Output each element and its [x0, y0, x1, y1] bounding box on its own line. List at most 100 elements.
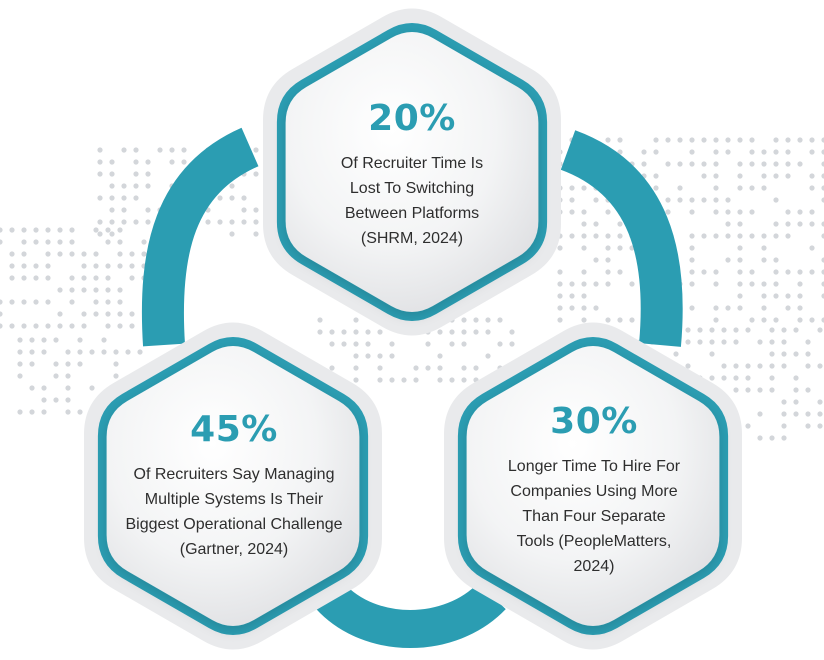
map-dot [725, 233, 731, 239]
map-dot [93, 251, 99, 257]
map-dot [217, 219, 223, 225]
map-dot [733, 363, 739, 369]
map-dot [509, 329, 515, 335]
map-dot [761, 281, 767, 287]
map-dot [757, 411, 763, 417]
map-dot [725, 221, 731, 227]
map-dot [461, 377, 467, 383]
map-dot [17, 337, 23, 343]
map-dot [229, 231, 235, 237]
map-dot [737, 161, 743, 167]
map-dot [157, 147, 163, 153]
map-dot [569, 209, 575, 215]
map-dot [121, 195, 127, 201]
map-dot [45, 263, 51, 269]
map-dot [761, 305, 767, 311]
map-dot [93, 287, 99, 293]
map-dot [57, 287, 63, 293]
map-dot [0, 311, 3, 317]
map-dot [701, 197, 707, 203]
map-dot [129, 251, 135, 257]
map-dot [401, 377, 407, 383]
map-dot [217, 195, 223, 201]
map-dot [21, 263, 27, 269]
desc-line: (Gartner, 2024) [179, 541, 289, 558]
map-dot [569, 305, 575, 311]
map-dot [329, 341, 335, 347]
map-dot [641, 149, 647, 155]
map-dot [109, 207, 115, 213]
map-dot [97, 171, 103, 177]
map-dot [9, 227, 15, 233]
map-dot [781, 339, 787, 345]
map-dot [41, 397, 47, 403]
map-dot [793, 375, 799, 381]
map-dot [145, 159, 151, 165]
map-dot [229, 219, 235, 225]
stat-card-top: 20% Of Recruiter Time Is Lost To Switchi… [290, 98, 534, 251]
map-dot [97, 159, 103, 165]
map-dot [745, 387, 751, 393]
map-dot [113, 349, 119, 355]
map-dot [593, 257, 599, 263]
map-dot [797, 137, 803, 143]
map-dot [89, 385, 95, 391]
map-dot [353, 317, 359, 323]
hexagon-top [263, 8, 561, 336]
map-dot [45, 299, 51, 305]
map-dot [617, 137, 623, 143]
map-dot [389, 377, 395, 383]
map-dot [473, 317, 479, 323]
map-dot [329, 329, 335, 335]
map-dot [21, 275, 27, 281]
map-dot [125, 349, 131, 355]
map-dot [685, 339, 691, 345]
map-dot [781, 411, 787, 417]
map-dot [121, 147, 127, 153]
map-dot [557, 293, 563, 299]
map-dot [57, 239, 63, 245]
map-dot [617, 233, 623, 239]
map-dot [785, 161, 791, 167]
map-dot [377, 329, 383, 335]
map-dot [413, 365, 419, 371]
map-dot [605, 233, 611, 239]
map-dot [713, 197, 719, 203]
map-dot [9, 251, 15, 257]
map-dot [737, 233, 743, 239]
map-dot [485, 317, 491, 323]
map-dot [773, 317, 779, 323]
map-dot [473, 365, 479, 371]
map-dot [41, 385, 47, 391]
map-dot [797, 281, 803, 287]
hexagon-right-face [466, 346, 720, 626]
map-dot [117, 251, 123, 257]
map-dot [617, 269, 623, 275]
map-dot [57, 251, 63, 257]
map-dot [821, 149, 824, 155]
map-dot [805, 387, 811, 393]
map-dot [353, 377, 359, 383]
map-dot [461, 365, 467, 371]
map-dot [605, 317, 611, 323]
map-dot [677, 137, 683, 143]
map-dot [9, 275, 15, 281]
map-dot [713, 209, 719, 215]
map-dot [665, 209, 671, 215]
map-dot [665, 137, 671, 143]
map-dot [677, 185, 683, 191]
map-dot [733, 327, 739, 333]
map-dot [65, 349, 71, 355]
map-dot [437, 353, 443, 359]
map-dot [117, 227, 123, 233]
map-dot [461, 341, 467, 347]
map-dot [365, 329, 371, 335]
stat-value-right: 30% [550, 401, 638, 442]
map-dot [689, 233, 695, 239]
map-dot [749, 269, 755, 275]
map-dot [353, 365, 359, 371]
map-dot [697, 339, 703, 345]
map-dot [673, 351, 679, 357]
map-dot [781, 435, 787, 441]
map-dot [797, 293, 803, 299]
